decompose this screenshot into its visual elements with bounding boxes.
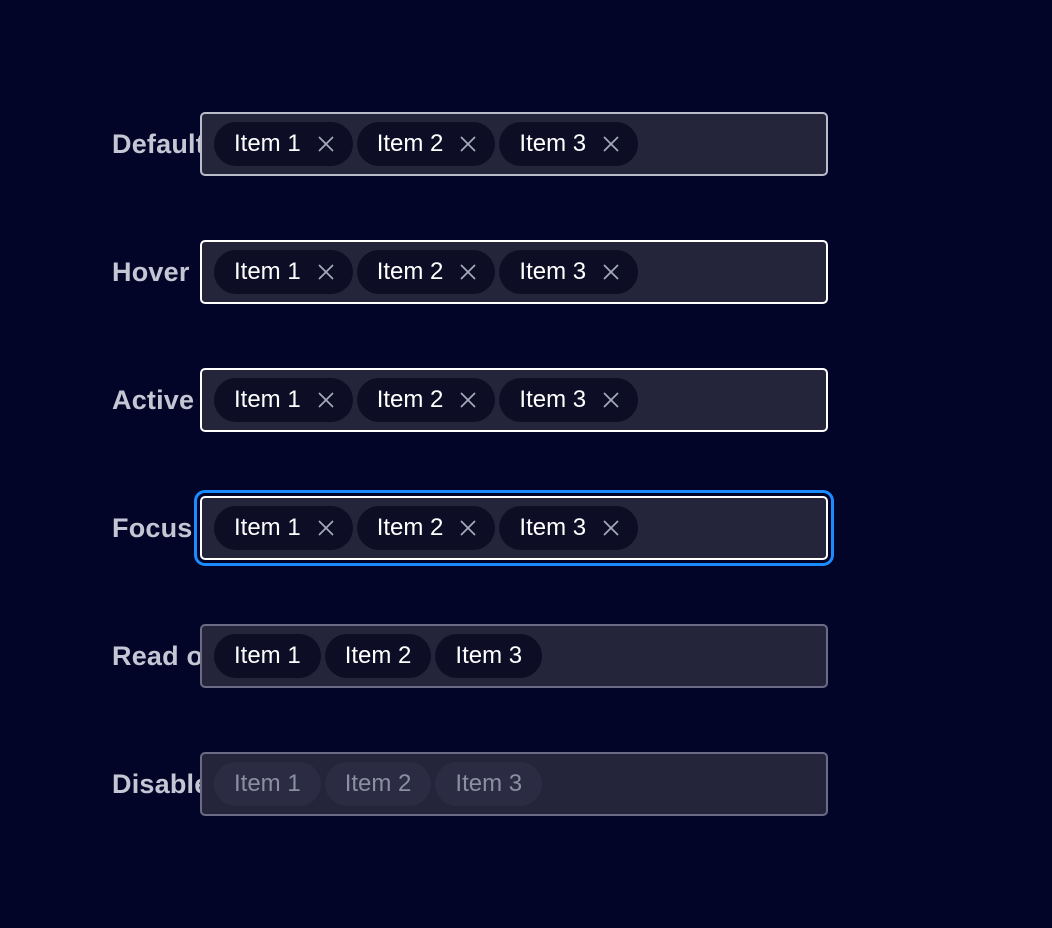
chip-label: Item 3 <box>519 130 587 157</box>
chip: Item 1 <box>214 762 321 806</box>
state-label-active: Active <box>112 384 195 415</box>
chip[interactable]: Item 1 <box>214 122 353 166</box>
chip[interactable]: Item 1 <box>214 250 353 294</box>
chip[interactable]: Item 2 <box>324 634 432 678</box>
chip[interactable]: Item 1 <box>214 634 321 678</box>
chip-input-field-focus[interactable]: Item 1 Item 2 Item 3 <box>194 490 834 566</box>
state-label-readonly: Read only <box>112 640 243 671</box>
chip-label: Item 2 <box>344 642 412 669</box>
close-icon[interactable] <box>315 389 337 411</box>
chip[interactable]: Item 2 <box>356 378 496 422</box>
chip-label: Item 3 <box>519 386 587 413</box>
state-row-active: Active Item 1 Item 2 Item 3 <box>0 368 1052 432</box>
chip-input-field-active[interactable]: Item 1 Item 2 Item 3 <box>200 368 828 432</box>
chip-input-field-hover[interactable]: Item 1 Item 2 Item 3 <box>200 240 828 304</box>
chip-label: Item 2 <box>376 130 444 157</box>
chip-input-field-readonly[interactable]: Item 1 Item 2 Item 3 <box>200 624 828 688</box>
close-icon[interactable] <box>315 261 337 283</box>
close-icon[interactable] <box>600 133 622 155</box>
chip[interactable]: Item 3 <box>435 634 543 678</box>
chip-label: Item 2 <box>376 514 444 541</box>
close-icon[interactable] <box>600 389 622 411</box>
state-label-focus: Focus <box>112 512 193 543</box>
chip[interactable]: Item 1 <box>214 506 353 550</box>
close-icon[interactable] <box>457 517 479 539</box>
chip[interactable]: Item 3 <box>499 250 639 294</box>
chip-label: Item 3 <box>455 770 523 797</box>
state-row-disabled: Disabled Item 1 Item 2 Item 3 <box>0 752 1052 816</box>
state-label-disabled: Disabled <box>112 768 227 799</box>
chip: Item 2 <box>324 762 432 806</box>
close-icon[interactable] <box>315 133 337 155</box>
chip-input-field-disabled: Item 1 Item 2 Item 3 <box>200 752 828 816</box>
chip[interactable]: Item 3 <box>499 506 639 550</box>
close-icon[interactable] <box>600 261 622 283</box>
close-icon[interactable] <box>457 261 479 283</box>
chip[interactable]: Item 2 <box>356 506 496 550</box>
chip-label: Item 1 <box>234 130 301 157</box>
chip-label: Item 3 <box>519 258 587 285</box>
state-row-focus: Focus Item 1 Item 2 Item 3 <box>0 490 1052 566</box>
chip-label: Item 1 <box>234 514 301 541</box>
chip[interactable]: Item 2 <box>356 250 496 294</box>
close-icon[interactable] <box>457 133 479 155</box>
chip-label: Item 1 <box>234 642 301 669</box>
chip-label: Item 1 <box>234 770 301 797</box>
state-row-hover: Hover Item 1 Item 2 Item 3 <box>0 240 1052 304</box>
chip-label: Item 3 <box>455 642 523 669</box>
state-label-default: Default <box>112 128 205 159</box>
chip[interactable]: Item 1 <box>214 378 353 422</box>
chip-label: Item 2 <box>376 258 444 285</box>
chip: Item 3 <box>435 762 543 806</box>
chip[interactable]: Item 3 <box>499 378 639 422</box>
chip[interactable]: Item 3 <box>499 122 639 166</box>
chip-input-field-default[interactable]: Item 1 Item 2 Item 3 <box>200 112 828 176</box>
chip-label: Item 2 <box>376 386 444 413</box>
chip-label: Item 2 <box>344 770 412 797</box>
chip[interactable]: Item 2 <box>356 122 496 166</box>
close-icon[interactable] <box>600 517 622 539</box>
chip-label: Item 3 <box>519 514 587 541</box>
close-icon[interactable] <box>315 517 337 539</box>
state-label-hover: Hover <box>112 256 190 287</box>
state-row-default: Default Item 1 Item 2 Item 3 <box>0 112 1052 176</box>
chip-label: Item 1 <box>234 386 301 413</box>
chip-label: Item 1 <box>234 258 301 285</box>
close-icon[interactable] <box>457 389 479 411</box>
